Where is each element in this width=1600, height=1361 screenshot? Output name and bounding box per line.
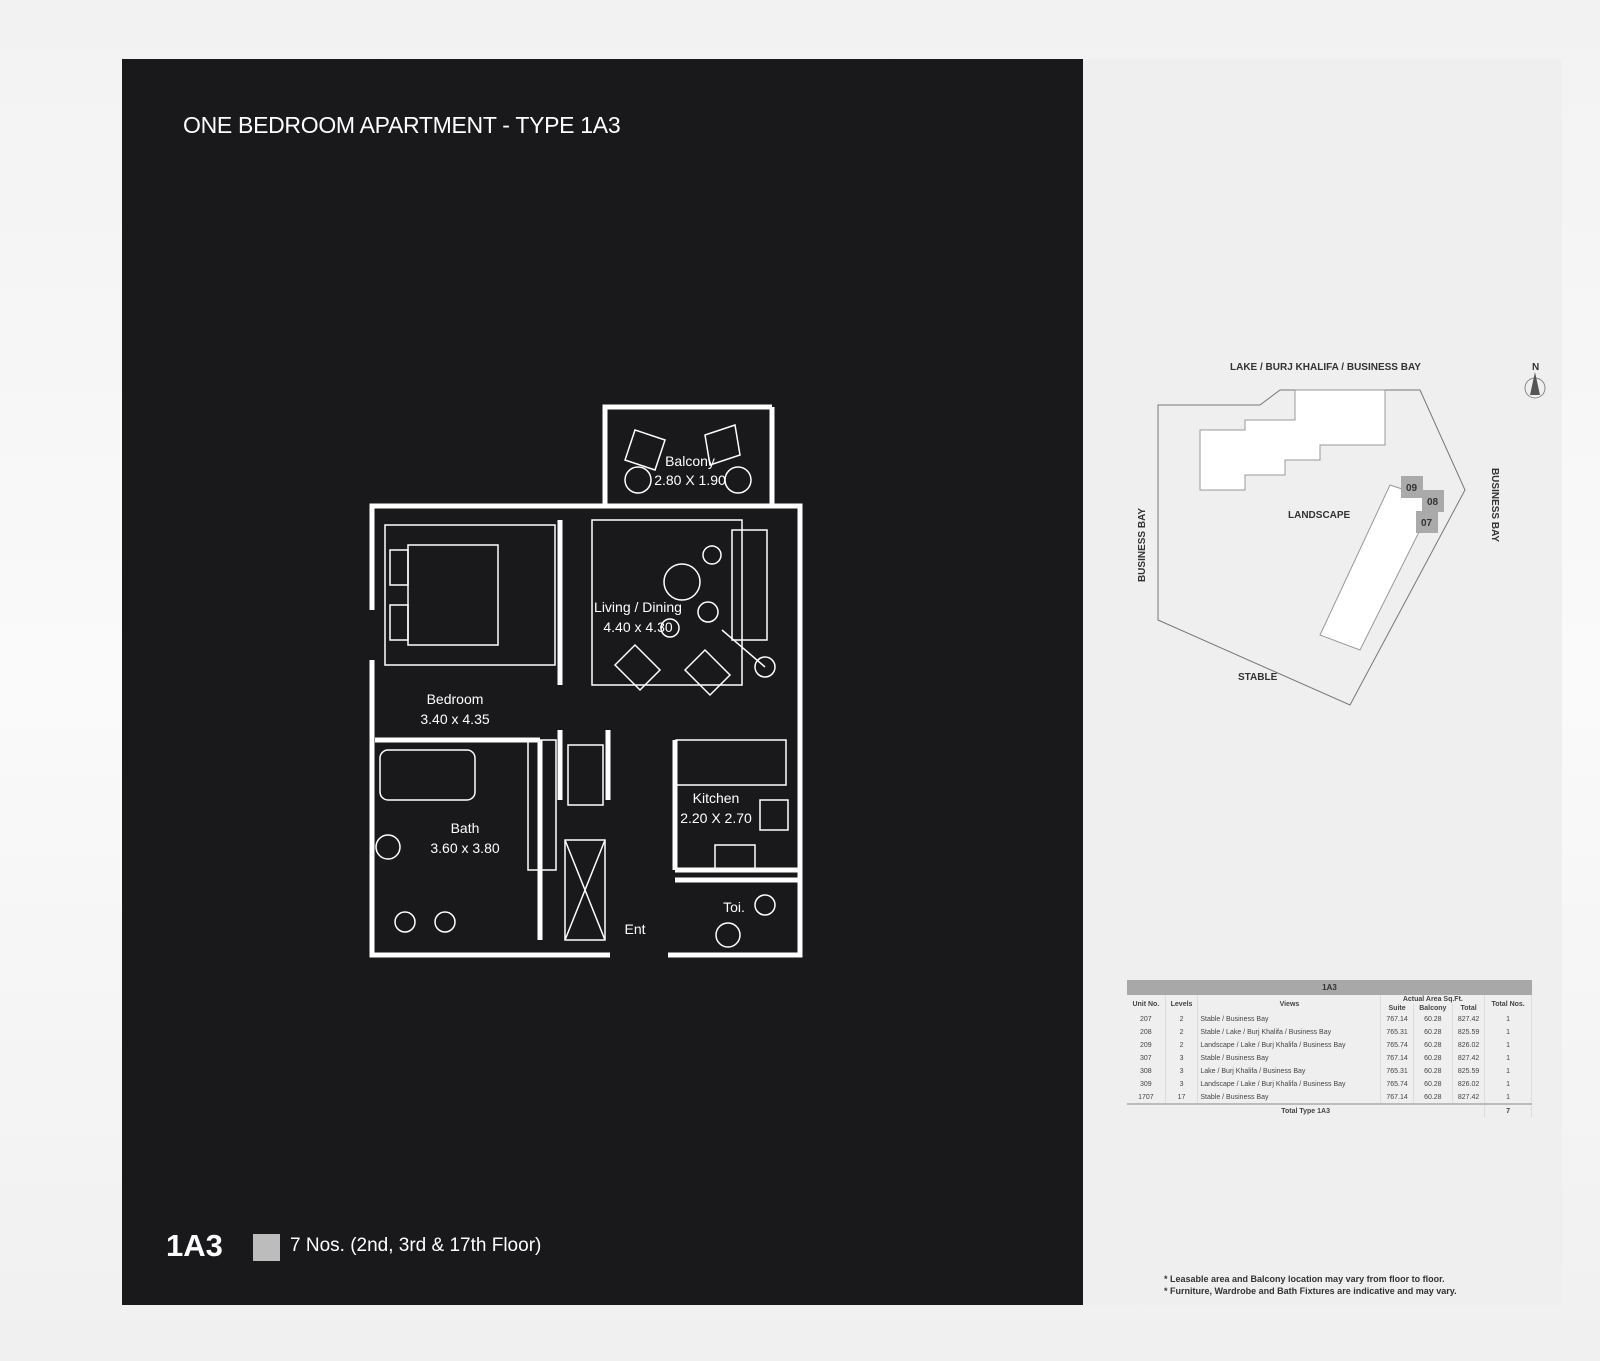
table-cell: 825.59 <box>1452 1065 1486 1078</box>
table-cell: 1 <box>1484 1065 1532 1078</box>
type-swatch <box>253 1234 280 1261</box>
table-cell: 209 <box>1127 1039 1166 1052</box>
table-cell: 765.74 <box>1380 1039 1414 1052</box>
table-cell: 767.14 <box>1380 1091 1414 1104</box>
site-label-top: LAKE / BURJ KHALIFA / BUSINESS BAY <box>1230 362 1421 373</box>
site-label-left: BUSINESS BAY <box>1137 508 1148 582</box>
room-label-balcony: Balcony <box>665 453 715 469</box>
table-cell: Stable / Business Bay <box>1197 1013 1382 1026</box>
room-label-toilet: Toi. <box>723 899 745 915</box>
plan-panel <box>122 59 1083 1305</box>
table-cell: Stable / Business Bay <box>1197 1091 1382 1104</box>
note: * Furniture, Wardrobe and Bath Fixtures … <box>1164 1286 1457 1296</box>
table-cell: 3 <box>1165 1052 1199 1065</box>
quantity-text: 7 Nos. (2nd, 3rd & 17th Floor) <box>290 1235 542 1256</box>
table-cell: Landscape / Lake / Burj Khalifa / Busine… <box>1197 1039 1382 1052</box>
table-cell: 3 <box>1165 1065 1199 1078</box>
table-cell: Stable / Business Bay <box>1197 1052 1382 1065</box>
table-cell: 827.42 <box>1452 1052 1486 1065</box>
table-cell: 827.42 <box>1452 1091 1486 1104</box>
table-cell: 826.02 <box>1452 1078 1486 1091</box>
table-cell: 1 <box>1484 1052 1532 1065</box>
table-cell: 1 <box>1484 1026 1532 1039</box>
table-cell: 60.28 <box>1413 1091 1453 1104</box>
north-arrow-icon: N <box>1524 362 1546 399</box>
table-cell: 825.59 <box>1452 1026 1486 1039</box>
table-cell: 60.28 <box>1413 1052 1453 1065</box>
room-size-kitchen: 2.20 X 2.70 <box>680 810 752 826</box>
table-cell: 765.74 <box>1380 1078 1414 1091</box>
table-cell: Landscape / Lake / Burj Khalifa / Busine… <box>1197 1078 1382 1091</box>
table-cell: 765.31 <box>1380 1026 1414 1039</box>
unit-07: 07 <box>1421 518 1433 529</box>
table-cell: 2 <box>1165 1026 1199 1039</box>
table-cell: 308 <box>1127 1065 1166 1078</box>
table-cell: 17 <box>1165 1091 1199 1104</box>
table-cell: 60.28 <box>1413 1039 1453 1052</box>
floor-plan: Balcony 2.80 X 1.90 Living / Dining 4.40… <box>369 404 803 958</box>
table-cell: 3 <box>1165 1078 1199 1091</box>
site-label-bottom: STABLE <box>1238 672 1278 683</box>
table-cell: 1 <box>1484 1013 1532 1026</box>
room-size-bedroom: 3.40 x 4.35 <box>420 711 489 727</box>
room-size-bath: 3.60 x 3.80 <box>430 840 499 856</box>
table-cell: 60.28 <box>1413 1026 1453 1039</box>
footer-label: Total Type 1A3 <box>1127 1103 1486 1117</box>
table-cell: 60.28 <box>1413 1078 1453 1091</box>
page-title: ONE BEDROOM APARTMENT - TYPE 1A3 <box>183 112 621 138</box>
table-cell: 1 <box>1484 1078 1532 1091</box>
site-label-right: BUSINESS BAY <box>1489 468 1500 542</box>
table-cell: 827.42 <box>1452 1013 1486 1026</box>
unit-09: 09 <box>1406 483 1418 494</box>
site-plan: 09 08 07 LAKE / BURJ KHALIFA / BUSINESS … <box>1137 362 1546 706</box>
table-cell: 207 <box>1127 1013 1166 1026</box>
room-label-entry: Ent <box>624 921 645 937</box>
table-cell: 765.31 <box>1380 1065 1414 1078</box>
table-cell: 1707 <box>1127 1091 1166 1104</box>
table-cell: 2 <box>1165 1039 1199 1052</box>
table-cell: 767.14 <box>1380 1013 1414 1026</box>
unit-08: 08 <box>1427 497 1439 508</box>
table-cell: 1 <box>1484 1091 1532 1104</box>
table-cell: 309 <box>1127 1078 1166 1091</box>
table-cell: Stable / Lake / Burj Khalifa / Business … <box>1197 1026 1382 1039</box>
type-code: 1A3 <box>166 1228 223 1263</box>
table-cell: 2 <box>1165 1013 1199 1026</box>
site-label-center: LANDSCAPE <box>1288 510 1351 521</box>
walls <box>369 404 803 958</box>
table-cell: 208 <box>1127 1026 1166 1039</box>
note: * Leasable area and Balcony location may… <box>1164 1274 1445 1284</box>
table-caption: 1A3 <box>1127 980 1532 995</box>
table-cell: 60.28 <box>1413 1065 1453 1078</box>
room-label-bedroom: Bedroom <box>427 691 484 707</box>
footer-total: 7 <box>1484 1103 1532 1117</box>
room-label-bath: Bath <box>451 820 480 836</box>
table-cell: 826.02 <box>1452 1039 1486 1052</box>
room-size-living: 4.40 x 4.30 <box>603 619 672 635</box>
room-label-living: Living / Dining <box>594 599 682 615</box>
room-size-balcony: 2.80 X 1.90 <box>654 472 726 488</box>
table-cell: 307 <box>1127 1052 1166 1065</box>
table-cell: Lake / Burj Khalifa / Business Bay <box>1197 1065 1382 1078</box>
svg-text:N: N <box>1532 362 1539 373</box>
furniture <box>375 424 789 948</box>
notes: * Leasable area and Balcony location may… <box>1164 1273 1457 1297</box>
table-cell: 767.14 <box>1380 1052 1414 1065</box>
room-label-kitchen: Kitchen <box>693 790 740 806</box>
table-cell: 60.28 <box>1413 1013 1453 1026</box>
table-cell: 1 <box>1484 1039 1532 1052</box>
